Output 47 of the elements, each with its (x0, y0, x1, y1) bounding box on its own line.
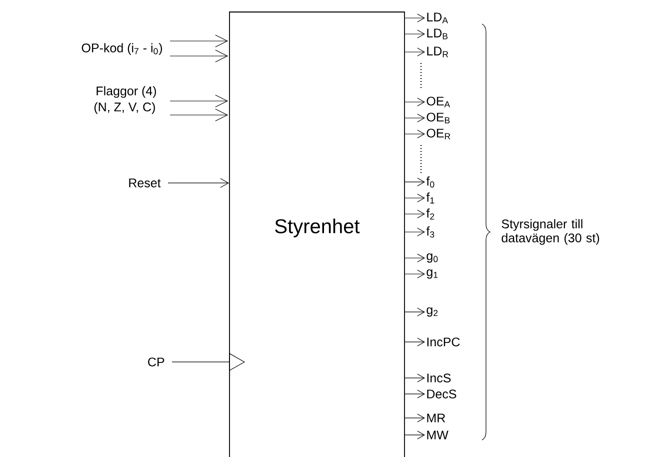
signal-label: f$_{0}$ (426, 176, 434, 188)
control-unit-box: Styrenhet (229, 12, 405, 457)
arrow (404, 414, 425, 422)
input-label: Flaggor (4) (N, Z, V, C) (94, 86, 156, 114)
signal-label: IncS (427, 374, 451, 382)
arrow (404, 178, 425, 186)
arrow (404, 390, 425, 398)
arrow (404, 30, 425, 38)
signal-label: IncPC (427, 338, 460, 346)
arrow (404, 270, 425, 278)
signal-label: LD$_{R}$ (427, 46, 448, 58)
arrow (404, 338, 425, 346)
signal-label: LD$_{B}$ (427, 28, 448, 40)
arrow (404, 374, 425, 382)
arrow (404, 14, 425, 22)
signal-label: OE$_{B}$ (426, 112, 450, 124)
signal-label: g$_{1}$ (426, 269, 438, 279)
arrow (220, 178, 230, 188)
signal-label: LD$_{A}$ (427, 12, 448, 24)
signal-label: DecS (427, 390, 456, 398)
arrow (404, 254, 425, 262)
arrow (215, 108, 228, 122)
arrow (404, 210, 425, 218)
arrow (404, 194, 425, 202)
arrow (215, 34, 228, 48)
arrow (215, 94, 228, 108)
group-label: Styrsignaler till datavägen (30 st) (502, 219, 600, 245)
arrow (404, 48, 425, 56)
arrow (215, 50, 228, 62)
signal-label: f$_{3}$ (426, 226, 434, 238)
arrow (404, 228, 425, 236)
signal-label: MR (427, 414, 446, 422)
input-label: CP (148, 358, 164, 366)
signal-label: g$_{0}$ (426, 253, 438, 263)
signal-label: f$_{2}$ (426, 208, 434, 220)
arrow (404, 98, 425, 106)
arrow (404, 114, 425, 122)
arrow (404, 130, 425, 138)
input-label: Reset (129, 178, 161, 188)
arrow (404, 308, 425, 316)
input-label: OP-kod (i$_{7}$ - i$_{0}$) (82, 43, 162, 55)
signal-label: OE$_{A}$ (426, 96, 450, 108)
arrow (404, 430, 425, 440)
signal-label: OE$_{R}$ (426, 128, 450, 140)
signal-label: MW (427, 430, 448, 440)
signal-label: f$_{1}$ (426, 192, 434, 204)
signal-label: g$_{2}$ (426, 307, 438, 317)
